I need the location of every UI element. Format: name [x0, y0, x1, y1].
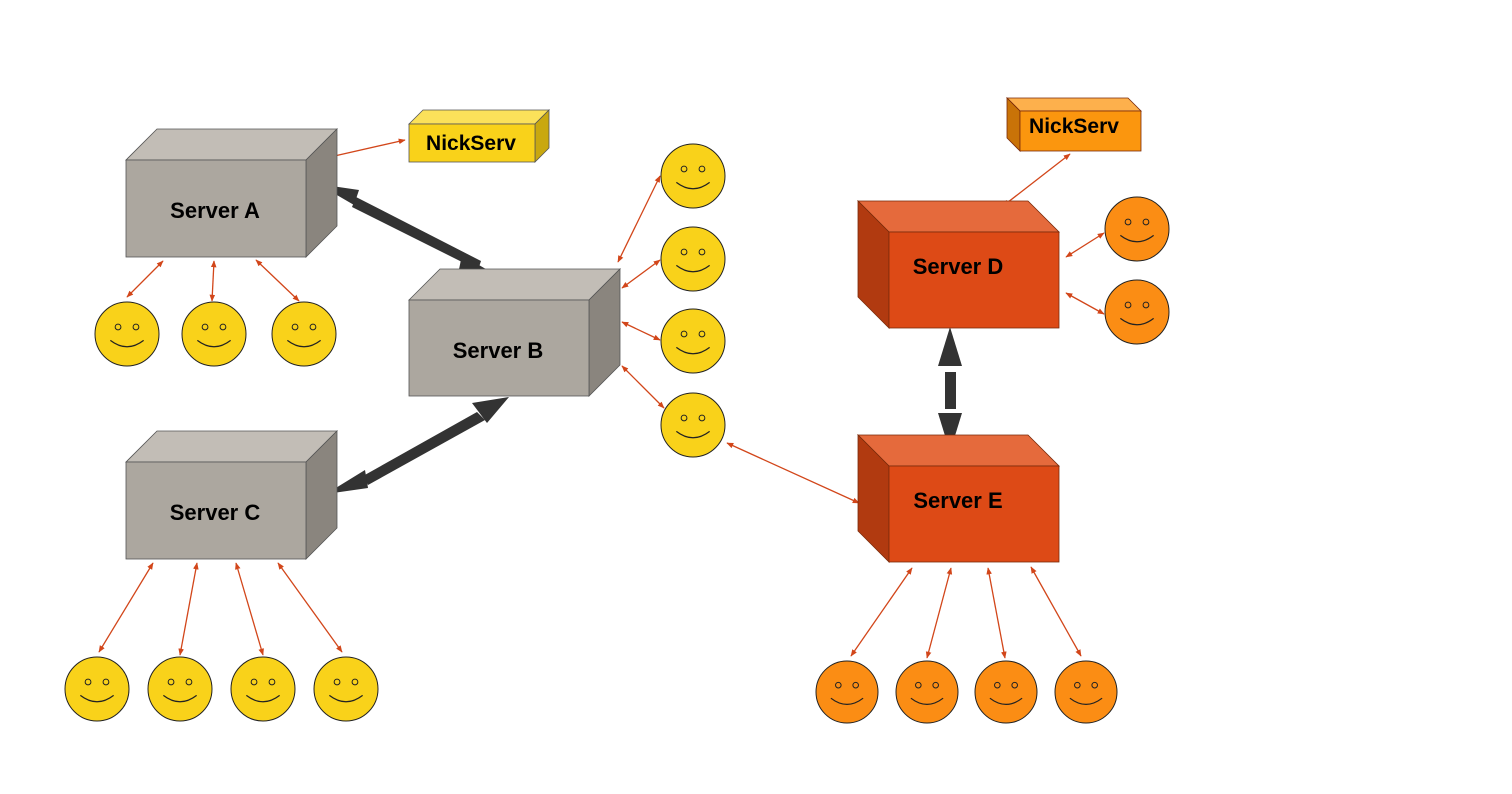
client-c-3: [230, 656, 296, 722]
connector-d-client-1: [1065, 232, 1105, 258]
client-d-1: [1104, 196, 1170, 262]
connector-e-client-3: [986, 567, 1007, 659]
client-b-2: [660, 226, 726, 292]
connector-a-client-3: [255, 259, 300, 302]
server-b-box: Server B: [408, 268, 621, 397]
server-a-label: Server A: [170, 198, 260, 223]
client-e-4: [1054, 660, 1118, 724]
client-b-3: [660, 308, 726, 374]
connector-c-client-3: [235, 562, 264, 656]
connector-c-client-2: [178, 562, 199, 656]
connector-b-client-4: [621, 365, 665, 409]
nickserv-red-box: NickServ: [1006, 97, 1142, 152]
client-a-2: [181, 301, 247, 367]
connector-a-nickserv: [329, 138, 406, 159]
client-e-1: [815, 660, 879, 724]
client-d-2: [1104, 279, 1170, 345]
connector-a-client-1: [126, 260, 164, 298]
client-a-1: [94, 301, 160, 367]
server-e-box: Server E: [857, 434, 1060, 563]
connector-d-client-2: [1065, 292, 1105, 315]
connector-e-client-4: [1030, 566, 1082, 657]
server-e-label: Server E: [913, 488, 1002, 513]
client-e-2: [895, 660, 959, 724]
link-b-c: [326, 397, 509, 494]
client-a-3: [271, 301, 337, 367]
client-c-4: [313, 656, 379, 722]
server-links: [318, 184, 962, 494]
link-d-e: [938, 327, 962, 452]
client-c-1: [64, 656, 130, 722]
client-b-1: [660, 143, 726, 209]
connector-bclient-server-e: [726, 442, 860, 504]
client-b-4: [660, 392, 726, 458]
connector-e-client-1: [850, 567, 913, 657]
server-d-label: Server D: [913, 254, 1004, 279]
connector-b-client-2: [621, 259, 661, 289]
server-d-box: Server D: [857, 200, 1060, 329]
client-connectors: [98, 138, 1105, 659]
connector-b-client-3: [621, 321, 661, 341]
connector-b-client-1: [617, 175, 661, 263]
server-b-label: Server B: [453, 338, 544, 363]
server-a-box: Server A: [125, 128, 338, 258]
connector-c-client-4: [277, 562, 343, 653]
connector-d-nickserv: [1002, 153, 1071, 207]
nickserv-gray-label: NickServ: [426, 132, 516, 155]
server-c-box: Server C: [125, 430, 338, 560]
server-c-label: Server C: [170, 500, 261, 525]
nickserv-gray-box: NickServ: [408, 109, 550, 163]
connector-c-client-1: [98, 562, 154, 653]
link-a-b: [318, 184, 501, 278]
nickserv-red-label: NickServ: [1029, 115, 1119, 138]
client-e-3: [974, 660, 1038, 724]
connector-e-client-2: [925, 567, 953, 659]
client-c-2: [147, 656, 213, 722]
connector-a-client-2: [209, 260, 217, 302]
